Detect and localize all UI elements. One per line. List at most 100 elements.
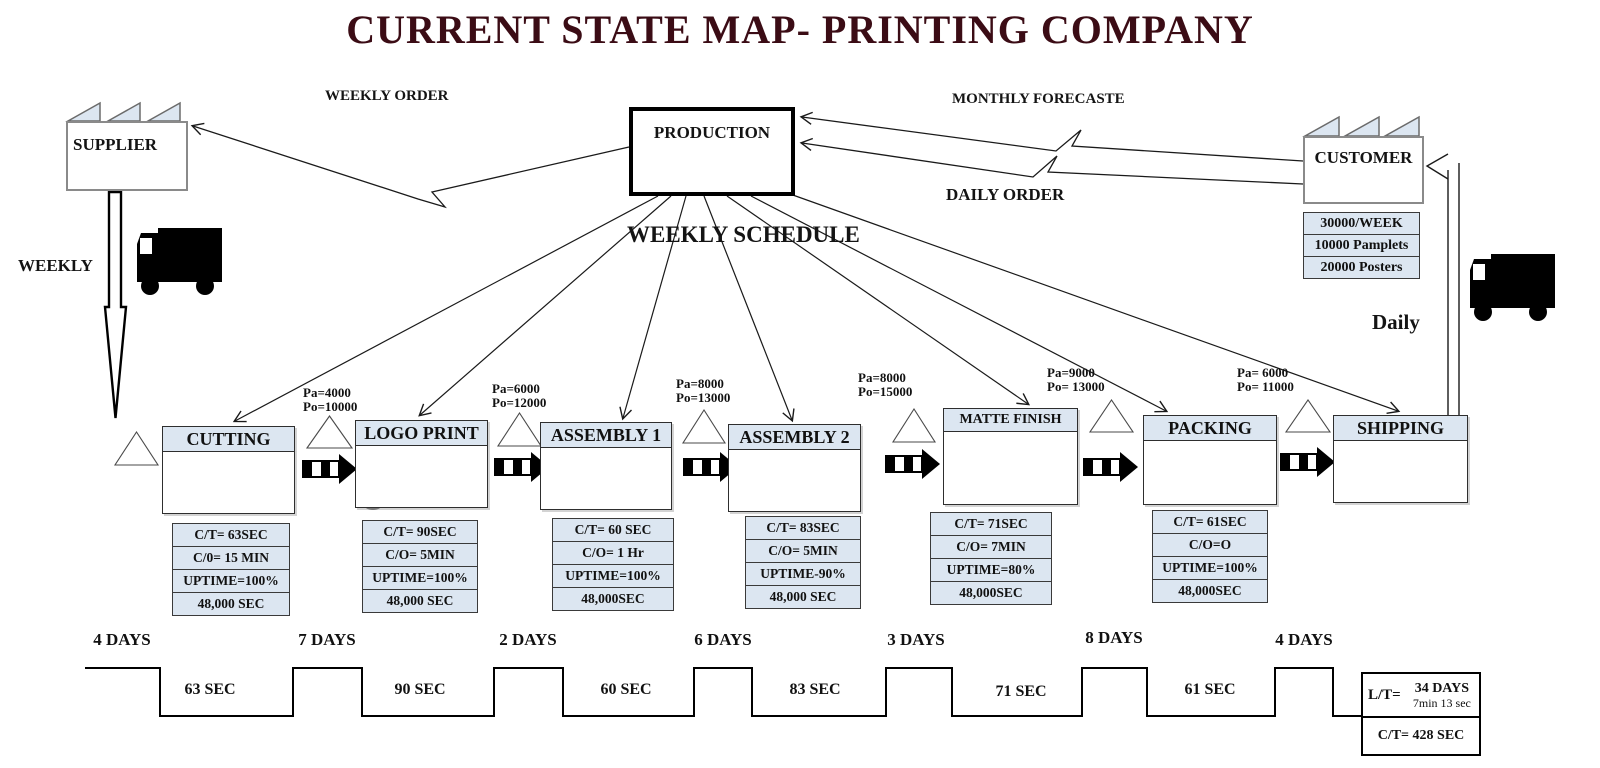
pa-value: Pa=8000 (858, 370, 906, 385)
production-box: PRODUCTION (629, 107, 795, 196)
stat-row: UPTIME=100% (553, 565, 673, 588)
stat-row: C/O= 5MIN (363, 544, 477, 567)
customer-shipment-arrow (1425, 153, 1460, 415)
lead-time-box: L/T= 34 DAYS 7min 13 sec C/T= 428 SEC (1361, 672, 1481, 756)
process-box-matte-finish: MATTE FINISH (943, 408, 1078, 505)
stat-row: C/O=O (1153, 534, 1267, 557)
supplier-freq-label: WEEKLY (18, 256, 93, 275)
truck-icon (137, 228, 222, 295)
inventory-triangle-icon (305, 415, 354, 449)
inventory-triangle-icon (1088, 399, 1135, 433)
wait-time-label: 4 DAYS (93, 630, 151, 649)
data-box-cutting: C/T= 63SEC C/0= 15 MIN UPTIME=100% 48,00… (172, 523, 290, 616)
inventory-label: Pa=6000 Po=12000 (492, 382, 546, 410)
supplier-shipment-arrow (103, 190, 128, 419)
stat-row: 48,000 SEC (769, 589, 837, 604)
process-time-label: 90 SEC (394, 681, 446, 698)
process-title: LOGO PRINT (356, 421, 487, 446)
process-box-cutting: CUTTING (162, 426, 295, 514)
inventory-label: Pa=8000 Po=15000 (858, 371, 912, 399)
supplier-box: SUPPLIER (66, 121, 188, 191)
stat-row: C/T= 63SEC (173, 524, 289, 547)
demand-row: 10000 Pamplets (1304, 235, 1419, 257)
process-title: SHIPPING (1334, 416, 1467, 441)
data-box-assembly-2: C/T= 83SEC C/O= 5MIN UPTIME-90% 48,000 S… (745, 516, 861, 609)
stat-row: 48,000SEC (581, 591, 645, 606)
factory-icon (65, 101, 181, 122)
pa-value: Pa=9000 (1047, 365, 1095, 380)
demand-row: 20000 Posters (1320, 260, 1403, 275)
stat-row: C/T= 90SEC (363, 521, 477, 544)
push-arrow-icon (302, 447, 1335, 484)
stat-row: 48,000SEC (959, 585, 1023, 600)
po-value: Po=12000 (492, 395, 547, 410)
data-box-packing: C/T= 61SEC C/O=O UPTIME=100% 48,000SEC (1152, 510, 1268, 603)
wait-time-label: 3 DAYS (887, 630, 945, 649)
production-label: PRODUCTION (653, 123, 771, 142)
stat-row: C/T= 71SEC (931, 513, 1051, 536)
lead-time-extra: 7min 13 sec (1412, 695, 1471, 710)
process-box-packing: PACKING (1143, 415, 1277, 505)
stat-row: C/0= 15 MIN (173, 547, 289, 570)
process-box-logo-print: LOGO PRINT (355, 420, 488, 508)
pa-value: Pa=6000 (492, 381, 540, 396)
inventory-label: Pa=9000 Po= 13000 (1047, 366, 1105, 394)
process-box-assembly-2: ASSEMBLY 2 (728, 424, 861, 512)
inventory-triangle-icon (496, 411, 543, 447)
customer-label: CUSTOMER (1314, 148, 1413, 167)
process-time-label: 63 SEC (184, 681, 236, 698)
demand-row: 30000/WEEK (1304, 213, 1419, 235)
stat-row: C/T= 83SEC (746, 517, 860, 540)
data-box-matte-finish: C/T= 71SEC C/O= 7MIN UPTIME=80% 48,000SE… (930, 512, 1052, 605)
weekly-schedule-label: WEEKLY SCHEDULE (627, 222, 860, 247)
inventory-triangle-icon (113, 430, 160, 466)
stat-row: C/T= 60 SEC (553, 519, 673, 542)
process-title: ASSEMBLY 2 (729, 425, 860, 450)
stat-row: C/T= 61SEC (1153, 511, 1267, 534)
process-time-label: 83 SEC (789, 681, 841, 698)
stat-row: C/O= 7MIN (931, 536, 1051, 559)
customer-box: CUSTOMER (1303, 136, 1424, 204)
wait-time-label: 8 DAYS (1085, 628, 1143, 647)
lead-time-label: L/T= (1368, 686, 1401, 703)
wait-time-label: 6 DAYS (694, 630, 752, 649)
stat-row: UPTIME-90% (746, 563, 860, 586)
inventory-label: Pa= 6000 Po= 11000 (1237, 366, 1294, 394)
stat-row: 48,000SEC (1178, 583, 1242, 598)
stat-row: 48,000 SEC (386, 593, 454, 608)
data-box-logo-print: C/T= 90SEC C/O= 5MIN UPTIME=100% 48,000 … (362, 520, 478, 613)
process-box-assembly-1: ASSEMBLY 1 (540, 422, 672, 510)
process-box-shipping: SHIPPING (1333, 415, 1468, 503)
po-value: Po=13000 (676, 390, 731, 405)
process-title: ASSEMBLY 1 (541, 423, 671, 448)
pa-value: Pa= 6000 (1237, 365, 1289, 380)
customer-freq-label: Daily (1372, 310, 1420, 334)
page-title: CURRENT STATE MAP- PRINTING COMPANY (346, 7, 1254, 52)
process-time-label: 60 SEC (600, 681, 652, 698)
pa-value: Pa=8000 (676, 376, 724, 391)
po-value: Po=10000 (303, 399, 358, 414)
stat-row: UPTIME=80% (931, 559, 1051, 582)
inventory-label: Pa=8000 Po=13000 (676, 377, 730, 405)
process-time-label: 61 SEC (1184, 681, 1236, 698)
stat-row: 48,000 SEC (197, 596, 265, 611)
process-title: CUTTING (163, 427, 294, 452)
data-box-assembly-1: C/T= 60 SEC C/O= 1 Hr UPTIME=100% 48,000… (552, 518, 674, 611)
customer-demand-box: 30000/WEEK 10000 Pamplets 20000 Posters (1303, 212, 1420, 279)
timeline-line (85, 667, 1361, 717)
wait-time-label: 7 DAYS (298, 630, 356, 649)
po-value: Po= 13000 (1047, 379, 1105, 394)
stat-row: UPTIME=100% (363, 567, 477, 590)
wait-time-label: 4 DAYS (1275, 630, 1333, 649)
daily-order-arrow (799, 137, 1304, 185)
weekly-schedule-lines (232, 193, 1401, 423)
lead-time-days: 34 DAYS (1414, 680, 1470, 696)
inventory-triangle-icon (1284, 399, 1332, 433)
po-value: Po=15000 (858, 384, 913, 399)
pa-value: Pa=4000 (303, 385, 351, 400)
monthly-forecast-label: MONTHLY FORECASTE (952, 91, 1125, 107)
inventory-label: Pa=4000 Po=10000 (303, 386, 357, 414)
process-title: MATTE FINISH (944, 409, 1077, 432)
